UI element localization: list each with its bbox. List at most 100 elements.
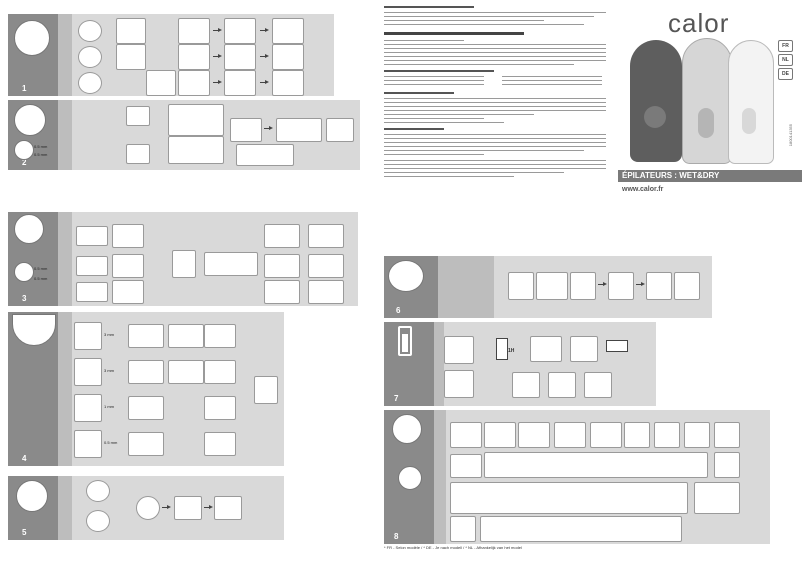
epilator-dark	[630, 40, 682, 162]
step-1-image-c	[78, 72, 102, 94]
step-4-image-k	[254, 376, 278, 404]
instructions-text-block	[384, 4, 610, 194]
website-link[interactable]: www.calor.fr	[622, 186, 664, 193]
legs-icon	[14, 104, 46, 136]
step-4-image-f	[168, 360, 204, 384]
arrow-icon	[260, 80, 269, 84]
step-8-image-l	[694, 482, 740, 514]
product-photo	[618, 36, 778, 166]
foot-icon	[388, 260, 424, 292]
step-8-strip-b	[450, 482, 688, 514]
language-badge-nl: NL	[778, 54, 793, 66]
calor-logo: calor	[668, 8, 730, 38]
step-6-image-e	[646, 272, 672, 300]
arrow-icon	[598, 282, 607, 286]
charge-duration: 1H	[508, 348, 515, 354]
step-6-panel: 6	[384, 256, 712, 318]
arrow-icon	[213, 80, 222, 84]
step-7-image-c	[530, 336, 562, 362]
step-8-image-g	[654, 422, 680, 448]
step-5-image-b	[86, 510, 110, 532]
step-1-number: 1	[22, 84, 27, 93]
step-7-sidebar	[384, 322, 434, 406]
step-3-image-g	[172, 250, 196, 278]
step-1-image-m	[272, 18, 304, 44]
length-label: 0.5 mm	[34, 144, 48, 149]
step-8-strip-c	[480, 516, 682, 542]
step-5-image-e	[214, 496, 242, 520]
epilator-grey	[682, 38, 732, 164]
shower-icon	[392, 414, 422, 444]
step-8-image-b	[484, 422, 516, 448]
step-1-image-d	[116, 18, 146, 44]
language-badge-fr: FR	[778, 40, 793, 52]
step-4-hair-b	[74, 358, 102, 386]
arrow-icon	[213, 54, 222, 58]
charge-icon	[496, 338, 508, 360]
arrow-icon	[213, 28, 222, 32]
step-5-image-d	[174, 496, 202, 520]
step-4-image-d	[128, 432, 164, 456]
legs-icon	[14, 20, 50, 56]
step-4-hair-c	[74, 394, 102, 422]
step-8-image-h	[684, 422, 710, 448]
step-8-image-f	[624, 422, 650, 448]
step-6-image-a	[508, 272, 534, 300]
step-3-image-n	[308, 280, 344, 304]
step-5-number: 5	[22, 528, 27, 537]
step-1-panel: 1	[8, 14, 334, 96]
bikini-icon	[14, 214, 44, 244]
step-4-number: 4	[22, 454, 27, 463]
hair-length-icon	[14, 262, 34, 282]
step-2-image-a	[126, 106, 150, 126]
step-1-image-f	[146, 70, 176, 96]
step-1-image-j	[224, 18, 256, 44]
step-8-image-d	[554, 422, 586, 448]
step-4-image-i	[204, 324, 236, 348]
arrow-icon	[264, 126, 273, 130]
step-8-strip-a	[484, 452, 708, 478]
step-1-image-k	[224, 44, 256, 70]
step-2-panel: 2 0.5 mm 0.5 mm	[8, 100, 360, 170]
step-2-image-g	[276, 118, 322, 142]
step-3-number: 3	[22, 294, 27, 303]
step-7-image-d	[570, 336, 598, 362]
step-2-image-d	[126, 144, 150, 164]
step-2-image-h	[326, 118, 354, 142]
step-7-number: 7	[394, 394, 399, 403]
step-3-image-b	[76, 256, 108, 276]
step-1-image-o	[272, 70, 304, 96]
step-4-image-e	[168, 324, 204, 348]
step-6-image-f	[674, 272, 700, 300]
step-4-image-j	[204, 360, 236, 384]
length-label: 3 mm	[104, 368, 114, 373]
step-6-image-b	[536, 272, 568, 300]
arrow-icon	[636, 282, 645, 286]
length-label: 0.5 mm	[34, 276, 48, 281]
arrow-icon	[260, 28, 269, 32]
step-8-image-m	[450, 516, 476, 542]
step-7-image-a	[444, 336, 474, 364]
step-3-image-c	[76, 282, 108, 302]
step-8-image-k	[714, 452, 740, 478]
length-label: 0.5 mm	[34, 152, 48, 157]
product-code: 1800141355	[788, 124, 793, 147]
step-8-image-i	[714, 422, 740, 448]
hair-length-icon	[14, 140, 34, 160]
length-label: 1 mm	[104, 404, 114, 409]
charge-level-icon	[606, 340, 628, 352]
step-6-image-d	[608, 272, 634, 300]
step-6-number: 6	[396, 306, 401, 315]
step-4-hair-a	[74, 322, 102, 350]
step-8-image-e	[590, 422, 622, 448]
step-4-image-h	[204, 432, 236, 456]
step-5-image-a	[86, 480, 110, 502]
step-4-panel: 4 3 mm 3 mm 1 mm 0.5 mm	[8, 312, 284, 466]
step-1-image-e	[116, 44, 146, 70]
step-3-image-f	[112, 280, 144, 304]
step-2-image-b	[168, 104, 224, 136]
step-3-image-h	[204, 252, 258, 276]
arrow-icon	[260, 54, 269, 58]
arrow-icon	[204, 505, 213, 509]
step-4-image-b	[128, 360, 164, 384]
